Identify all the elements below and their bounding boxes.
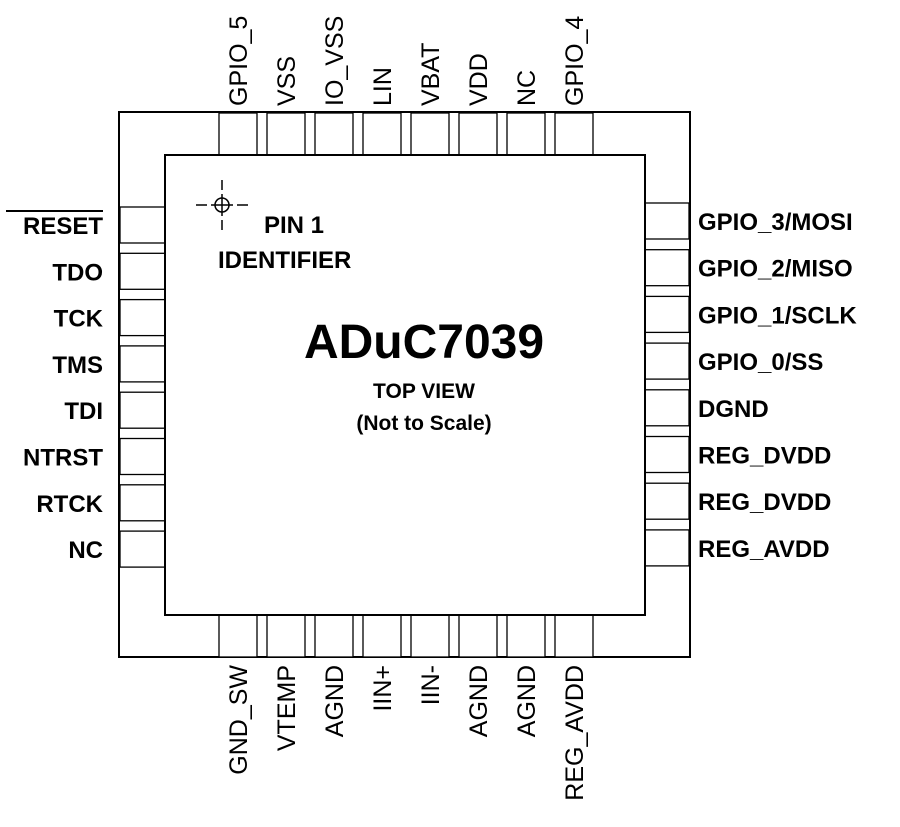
pin-label-bottom-iin-4: IIN+ [369, 665, 397, 712]
pin-pad-left-2 [119, 252, 166, 290]
pin-pad-right-6 [644, 435, 690, 474]
pin-pad-left-4 [119, 345, 166, 383]
pin-label-bottom-vtemp-2: VTEMP [273, 665, 301, 751]
pin-pad-right-7 [644, 482, 690, 520]
part-number: ADuC7039 [304, 316, 544, 369]
pin-label-top-vdd-6: VDD [465, 53, 493, 106]
pin-label-right-dgnd-5: DGND [698, 396, 769, 423]
pin-label-right-reg-dvdd-7: REG_DVDD [698, 489, 831, 516]
pin-label-top-nc-7: NC [513, 70, 541, 106]
view-label: TOP VIEW [373, 380, 475, 403]
pin-pad-top-2 [266, 112, 306, 156]
left-pads [119, 206, 166, 568]
pin-label-left-tdi-5: TDI [64, 398, 103, 425]
pin-pad-bottom-6 [458, 614, 498, 658]
pin-label-right-reg-avdd-8: REG_AVDD [698, 536, 830, 563]
pin-pad-left-1 [119, 206, 166, 244]
pin-pad-left-3 [119, 298, 166, 337]
pin-pad-bottom-1 [218, 614, 258, 658]
bottom-pin-labels: GND_SW VTEMP AGND IIN+ IIN- AGND AGND REG_AVDD [225, 665, 589, 801]
pin-pad-top-4 [362, 112, 402, 156]
pin-label-left-nc-8: NC [68, 537, 103, 564]
pin-label-bottom-agnd-6: AGND [465, 665, 493, 737]
pin-label-top-vbat-5: VBAT [417, 43, 445, 106]
pin-label-bottom-reg-avdd-8: REG_AVDD [561, 665, 589, 801]
pin-label-left-reset-1: RESET [23, 213, 103, 240]
pin-label-left-tck-3: TCK [54, 306, 104, 333]
pin-label-left-tms-4: TMS [52, 352, 103, 379]
pin-pad-right-4 [644, 342, 690, 380]
right-pads [644, 202, 690, 567]
die-body [164, 154, 646, 616]
pin-pad-right-5 [644, 389, 690, 427]
pin-pad-bottom-8 [554, 614, 594, 658]
pin-pad-top-7 [506, 112, 546, 156]
pin-pad-top-5 [410, 112, 450, 156]
pin-label-right-gpio-0-ss-4: GPIO_0/SS [698, 349, 823, 376]
pin-pad-right-3 [644, 295, 690, 334]
pin-label-left-ntrst-6: NTRST [23, 445, 103, 472]
pin-label-bottom-iin-5: IIN- [417, 665, 445, 705]
pin-label-top-lin-4: LIN [369, 67, 397, 106]
pin-pad-top-6 [458, 112, 498, 156]
pin-pad-top-3 [314, 112, 354, 156]
top-pin-labels: GPIO_5 VSS IO_VSS LIN VBAT VDD NC GPIO_4 [225, 16, 589, 106]
pin1-identifier-icon [196, 180, 248, 230]
pin-label-bottom-agnd-7: AGND [513, 665, 541, 737]
pin-label-top-gpio-5-1: GPIO_5 [225, 16, 253, 106]
pin-pad-left-7 [119, 484, 166, 522]
scale-note: (Not to Scale) [356, 412, 491, 435]
pin1-identifier-label-2: IDENTIFIER [218, 247, 351, 274]
right-pin-labels: GPIO_3/MOSI GPIO_2/MISO GPIO_1/SCLK GPIO_0/… [698, 209, 857, 563]
pin-pad-right-2 [644, 249, 690, 287]
pin-pad-left-6 [119, 437, 166, 476]
pin-label-top-io-vss-3: IO_VSS [321, 16, 349, 106]
pin-pad-bottom-4 [362, 614, 402, 658]
pin-label-left-tdo-2: TDO [52, 259, 103, 286]
pin-label-top-gpio-4-8: GPIO_4 [561, 16, 589, 106]
pin1-identifier-label: PIN 1 [264, 212, 324, 239]
pin-pad-top-1 [218, 112, 258, 156]
pin-pad-right-1 [644, 202, 690, 240]
pin-label-right-gpio-1-sclk-3: GPIO_1/SCLK [698, 302, 857, 329]
pin-pad-left-8 [119, 530, 166, 568]
pin-pad-top-8 [554, 112, 594, 156]
bottom-pads [218, 614, 594, 658]
top-pads [218, 112, 594, 156]
pin-pad-bottom-5 [410, 614, 450, 658]
pin-label-bottom-gnd-sw-1: GND_SW [225, 665, 253, 775]
pin-pad-right-8 [644, 529, 690, 567]
pin-pad-bottom-7 [506, 614, 546, 658]
pin-pad-bottom-3 [314, 614, 354, 658]
pin-label-right-gpio-3-mosi-1: GPIO_3/MOSI [698, 209, 853, 236]
pin-pad-bottom-2 [266, 614, 306, 658]
pin-label-right-gpio-2-miso-2: GPIO_2/MISO [698, 256, 853, 283]
pin-label-top-vss-2: VSS [273, 56, 301, 106]
pin-label-left-rtck-7: RTCK [36, 491, 103, 518]
pin-pad-left-5 [119, 391, 166, 429]
pin-label-bottom-agnd-3: AGND [321, 665, 349, 737]
left-pin-labels: RESET TDO TCK TMS TDI NTRST RTCK NC [6, 210, 104, 564]
pin-label-right-reg-dvdd-6: REG_DVDD [698, 443, 831, 470]
